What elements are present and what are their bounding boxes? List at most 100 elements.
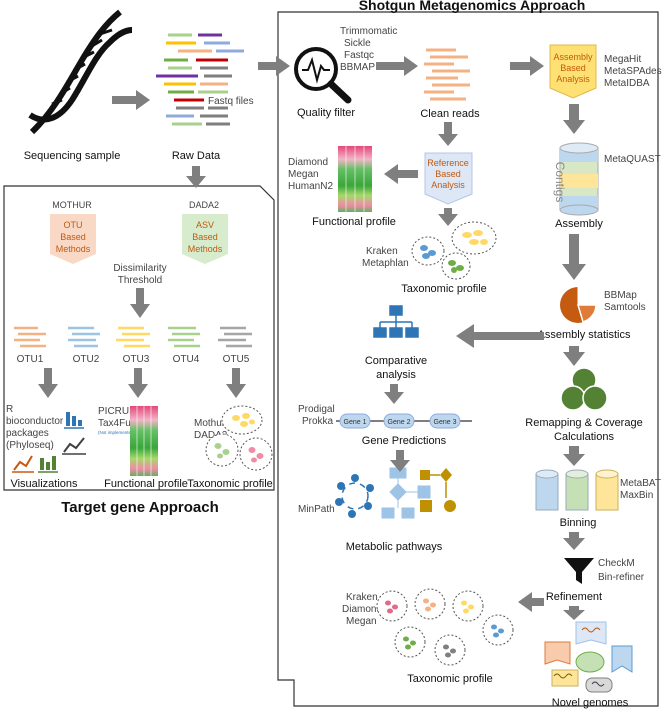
dissimilarity-label-1: Dissimilarity (113, 263, 166, 274)
remapping-label-2: Calculations (554, 431, 614, 443)
arrow-refinement-to-genomes (563, 606, 585, 620)
svg-text:Based: Based (435, 169, 461, 179)
arrow-clean-to-reference (438, 122, 458, 146)
otu1-label: OTU1 (17, 354, 44, 365)
otu4-label: OTU4 (173, 354, 200, 365)
arrow-dissimilarity-to-otus (130, 288, 150, 318)
binning-tool-1: MetaBAT (620, 478, 661, 489)
arrow-stats-to-comparative (456, 324, 544, 348)
arrow-genes-to-metabolic (390, 450, 410, 472)
taxonomic-cluster-icon-3 (205, 405, 273, 471)
arrow-qc-to-clean (376, 56, 418, 76)
prodigal-tool-2: Prokka (302, 416, 334, 427)
svg-text:ASV: ASV (196, 220, 214, 230)
quality-filter-label: Quality filter (297, 107, 355, 119)
dada2-label: DADA2 (189, 200, 219, 210)
magnifier-icon (294, 47, 352, 104)
qc-tool-4: BBMAP (340, 62, 375, 73)
svg-text:Methods: Methods (188, 244, 223, 254)
otu5-label: OTU5 (223, 354, 250, 365)
mothur-tool-1: Mothur, (194, 418, 227, 429)
arrow-refinement-to-taxonomic (518, 592, 544, 612)
kraken-tool-2: Metaphlan (362, 258, 409, 269)
taxonomic-profile-3-label: Taxonomic profile (187, 478, 273, 490)
visualizations-label: Visualizations (10, 478, 78, 490)
mothur-tool-2: DADA2 (194, 430, 228, 441)
refine-tool-1: CheckM (598, 558, 635, 569)
r-packages-4: (Phyloseq) (6, 440, 54, 451)
funnel-icon (564, 558, 594, 584)
stats-tool-2: Samtools (604, 302, 646, 313)
taxonomic-cluster-icon (411, 221, 497, 280)
arrow-reference-to-taxonomic (438, 208, 458, 226)
arrow-otu3-to-functional (128, 368, 148, 398)
r-packages-2: bioconductor (6, 416, 64, 427)
flow-arrows (38, 56, 586, 620)
process-icon (420, 468, 456, 512)
assembly-tool-1: MegaHit (604, 54, 641, 65)
arrow-otu1-to-vis (38, 368, 58, 398)
arrow-raw-to-target (186, 166, 206, 188)
tax2-tool-2: Diamond (342, 604, 382, 615)
svg-text:Analysis: Analysis (556, 74, 590, 84)
arrow-remapping-to-binning (563, 446, 585, 466)
svg-text:Methods: Methods (56, 244, 91, 254)
flowchart-icon (381, 467, 431, 519)
mothur-label: MOTHUR (52, 200, 92, 210)
stats-tool-1: BBMap (604, 290, 637, 301)
taxa-dots (420, 230, 488, 273)
arrow-raw-to-qc (258, 56, 290, 76)
svg-text:Based: Based (192, 232, 218, 242)
qc-tool-2: Sickle (344, 38, 371, 49)
comparative-label-2: analysis (376, 369, 416, 381)
clean-reads-icon (424, 48, 470, 101)
gene-2-label: Gene 2 (388, 419, 411, 426)
comparative-label-1: Comparative (365, 355, 427, 367)
r-packages-3: packages (6, 428, 49, 439)
svg-text:Based: Based (560, 63, 586, 73)
arrow-reference-to-functional (384, 164, 418, 184)
shotgun-panel (277, 11, 659, 707)
clean-reads-label: Clean reads (420, 108, 480, 120)
assembly-tool-3: MetaIDBA (604, 78, 650, 89)
gene-1-label: Gene 1 (344, 419, 367, 426)
binning-label: Binning (560, 517, 597, 529)
dissimilarity-label-2: Threshold (118, 275, 162, 286)
qc-tool-1: Trimmomatic (340, 26, 397, 37)
otu3-label: OTU3 (123, 354, 150, 365)
taxonomic-profile-label: Taxonomic profile (401, 283, 487, 295)
svg-text:Based: Based (60, 232, 86, 242)
asv-based-methods-box: ASV Based Methods (182, 214, 228, 264)
shotgun-title: Shotgun Metagenomics Approach (359, 0, 586, 13)
metabolic-pathways-label: Metabolic pathways (346, 541, 443, 553)
hierarchy-icon (373, 305, 419, 338)
qc-tool-3: Fastqc (344, 50, 374, 61)
bins-cylinder-icon (535, 469, 619, 511)
otu-reads-icons (14, 326, 252, 348)
arrow-sample-to-raw (112, 90, 150, 110)
cycle-icon (335, 474, 374, 518)
otu2-label: OTU2 (73, 354, 100, 365)
functional-tool-3: HumanN2 (288, 181, 333, 192)
svg-text:Analysis: Analysis (431, 180, 465, 190)
prodigal-tool-1: Prodigal (298, 404, 335, 415)
arrow-assembly-to-contigs (563, 104, 585, 134)
remapping-label-1: Remapping & Coverage (525, 417, 642, 429)
sequencing-sample-label: Sequencing sample (24, 150, 121, 162)
assembly-tool-2: MetaSPAdes (604, 66, 662, 77)
refine-tool-2: Bin-refiner (598, 572, 645, 583)
venn-icon (560, 367, 608, 411)
pie-chart-icon (560, 286, 597, 323)
assembly-based-analysis-box: Assembly Based Analysis (549, 44, 597, 99)
taxa-dots-3 (214, 413, 264, 463)
raw-data-label: Raw Data (172, 150, 221, 162)
novel-genomes-icon (544, 621, 633, 693)
arrow-stats-to-remapping (563, 346, 585, 366)
taxa-dots-2 (385, 598, 504, 658)
reference-based-analysis-box: Reference Based Analysis (424, 152, 473, 205)
binning-tool-2: MaxBin (620, 490, 653, 501)
novel-genomes-label: Novel genomes (552, 697, 629, 709)
kraken-tool-1: Kraken (366, 246, 398, 257)
assembly-label: Assembly (555, 218, 603, 230)
